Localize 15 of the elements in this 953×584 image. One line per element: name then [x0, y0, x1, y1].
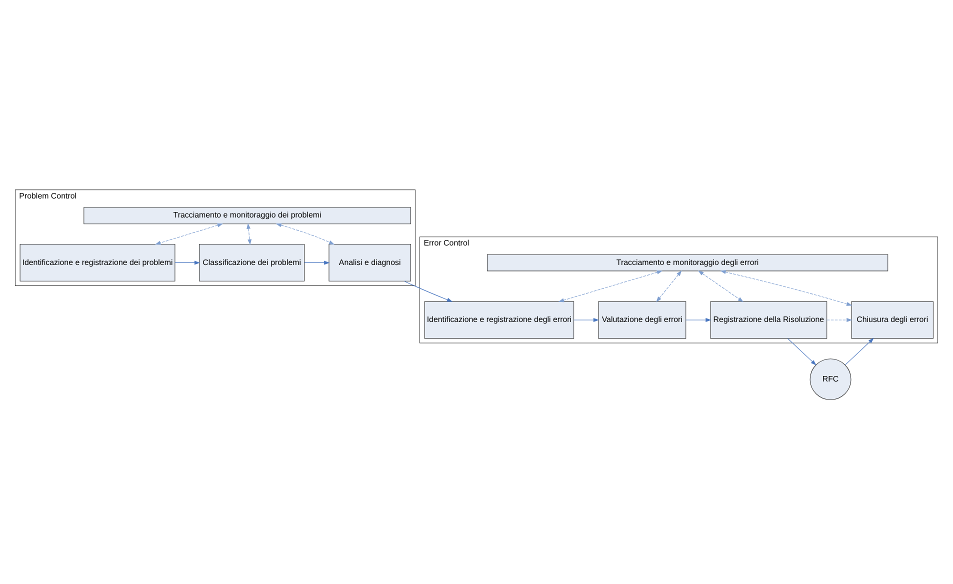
- arrow: [558, 270, 663, 302]
- arrow: [686, 318, 712, 322]
- arrow: [246, 222, 252, 245]
- arrow: [574, 318, 600, 322]
- arrow: [404, 280, 453, 302]
- arrow: [304, 260, 330, 264]
- arrow: [656, 270, 682, 302]
- arrow: [845, 337, 874, 365]
- arrow: [787, 338, 816, 365]
- arrow: [155, 222, 224, 244]
- arrow: [698, 270, 744, 302]
- arrow: [826, 318, 852, 322]
- arrow: [720, 270, 852, 306]
- arrow: [174, 260, 200, 264]
- arrow: [276, 222, 335, 244]
